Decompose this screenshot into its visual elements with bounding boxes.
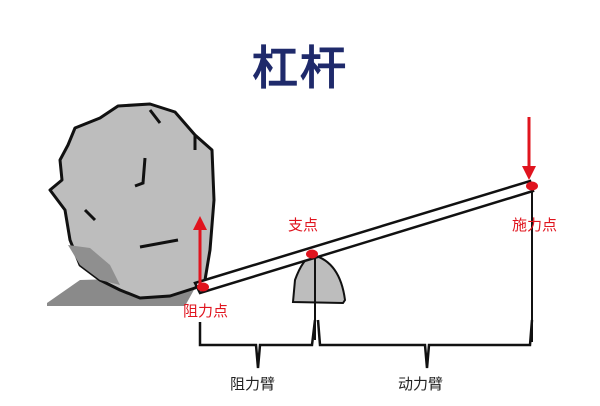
lever-bar <box>193 179 535 295</box>
resistance-arm-bracket <box>198 319 317 369</box>
resistance-point-dot <box>197 282 209 292</box>
rock-dark-patch <box>68 245 120 285</box>
effort-arm-bracket <box>316 319 534 369</box>
rock-crack <box>83 109 197 249</box>
diagram-title: 杠杆 <box>252 41 348 95</box>
arrow-up-head <box>193 216 207 230</box>
fulcrum-label: 支点 <box>288 216 319 234</box>
resistance-arm-label: 阻力臂 <box>230 375 276 393</box>
resistance-point-label: 阻力点 <box>183 302 229 320</box>
effort-point-dot <box>526 181 538 191</box>
effort-point-label: 施力点 <box>512 216 558 234</box>
rock <box>48 102 216 300</box>
effort-arm-label: 动力臂 <box>398 375 444 393</box>
arrow-down-head <box>522 166 536 180</box>
fulcrum-dot <box>306 249 318 259</box>
